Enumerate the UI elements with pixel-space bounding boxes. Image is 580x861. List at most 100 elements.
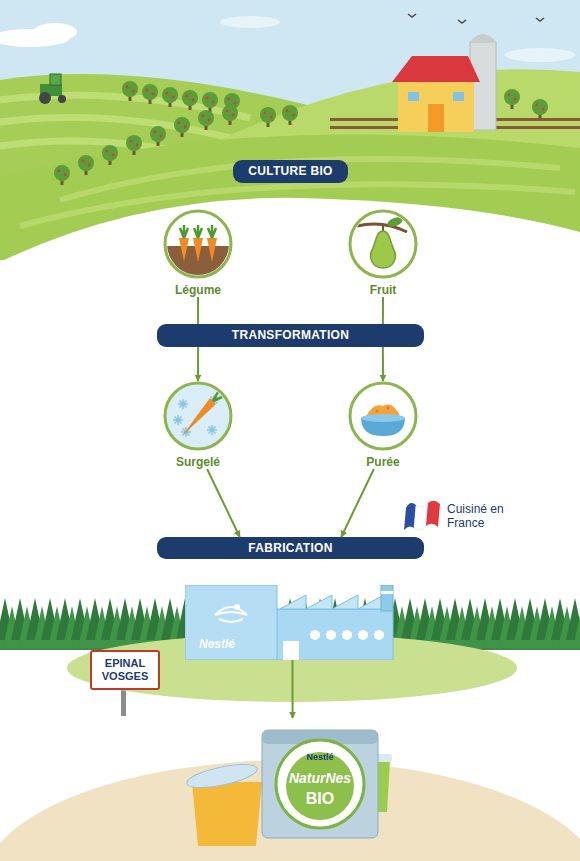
orchard-tree [186, 95, 189, 98]
flow-arrow [382, 297, 384, 324]
orchard-tree [182, 90, 198, 110]
icon-carrots [194, 225, 202, 238]
orchard-tree [286, 110, 289, 113]
factory-building [310, 630, 320, 640]
orchard-tree [106, 150, 109, 153]
farm [470, 34, 496, 42]
orchard-tree [54, 165, 70, 185]
food-cups [192, 782, 262, 846]
orchard-tree [282, 105, 298, 125]
icon-carrots [193, 238, 203, 262]
orchard-tree [282, 105, 298, 121]
banner-text: FABRICATION [157, 537, 424, 559]
pack-text: BIO [250, 790, 390, 808]
orchard-tree [532, 99, 548, 119]
icon-pear [382, 224, 384, 231]
flow-arrow [197, 347, 199, 381]
circle-icon [160, 209, 236, 279]
orchard-tree [232, 114, 235, 117]
icon-carrots [165, 211, 231, 278]
icon-frozen [165, 383, 231, 449]
icon-frozen [182, 398, 216, 436]
icon-pear [350, 211, 416, 277]
orchard-tree [212, 101, 215, 104]
flow-arrow [292, 660, 294, 718]
orchard-tree [82, 160, 85, 163]
hills [0, 118, 230, 138]
french-flag [426, 501, 440, 527]
orchard-tree [536, 104, 539, 107]
orchard-tree [150, 126, 166, 142]
orchard-tree [260, 107, 276, 127]
farm [408, 92, 419, 101]
birds [408, 14, 416, 17]
circle-text: Fruit [345, 283, 421, 297]
banner-text: CULTURE BIO [233, 160, 348, 183]
orchard-tree [184, 126, 187, 129]
orchard-tree [192, 99, 195, 102]
banner-text: TRANSFORMATION [157, 324, 424, 347]
tractor [39, 74, 66, 104]
orchard-tree [162, 87, 178, 107]
icon-frozen [173, 415, 183, 425]
orchard-tree [152, 93, 155, 96]
icon-frozen [173, 392, 222, 437]
factory-building [374, 630, 384, 640]
banner-node: FABRICATION [157, 537, 424, 559]
food-cups [185, 760, 259, 793]
ground [0, 198, 580, 590]
flow-arrow [341, 469, 374, 537]
icon-frozen [165, 383, 231, 449]
orchard-tree [270, 116, 273, 119]
orchard-tree [132, 90, 135, 93]
orchard-tree [64, 174, 67, 177]
icon-puree [361, 405, 405, 437]
factory-building [306, 595, 332, 609]
circle-icon [160, 381, 236, 451]
birds [458, 20, 466, 23]
orchard-tree [142, 84, 158, 100]
farm [428, 104, 444, 132]
note-label: Cuisiné en France [447, 502, 519, 530]
orchard-tree [88, 164, 91, 167]
circle-text: Légume [160, 283, 236, 297]
icon-puree [350, 383, 416, 449]
circle-node: Fruit [345, 209, 421, 297]
orchard-tree [208, 119, 211, 122]
orchard-tree [226, 110, 229, 113]
orchard-tree [508, 94, 511, 97]
orchard-tree [228, 98, 231, 101]
icon-carrots [179, 238, 189, 262]
farm [330, 34, 580, 132]
orchard-tree [160, 135, 163, 138]
orchard-tree [264, 112, 267, 115]
orchard-tree [174, 117, 190, 137]
icon-carrots [165, 211, 231, 277]
orchard-tree [126, 135, 142, 155]
orchard-tree [58, 170, 61, 173]
orchard-tree [78, 155, 94, 175]
meadow [67, 634, 517, 702]
farm [453, 92, 464, 101]
orchard-tree [154, 131, 157, 134]
tractor [39, 92, 51, 104]
factory-building [326, 630, 336, 640]
orchard-tree [222, 105, 238, 125]
factory-building [215, 607, 247, 622]
icon-pear [350, 211, 416, 277]
french-flag [414, 503, 428, 530]
sky [33, 23, 77, 41]
factory-building [280, 595, 306, 609]
icon-puree [350, 383, 416, 449]
icon-puree [361, 414, 405, 422]
factory-building [342, 630, 352, 640]
icon-carrots [207, 238, 217, 262]
sign-text: EPINAL VOSGES [95, 657, 155, 683]
orchard-tree [136, 144, 139, 147]
sky [505, 48, 575, 62]
banner-node: TRANSFORMATION [157, 324, 424, 347]
icon-pear [350, 211, 416, 277]
factory-text: Nestlé [199, 637, 235, 651]
circle-icon [345, 381, 421, 451]
